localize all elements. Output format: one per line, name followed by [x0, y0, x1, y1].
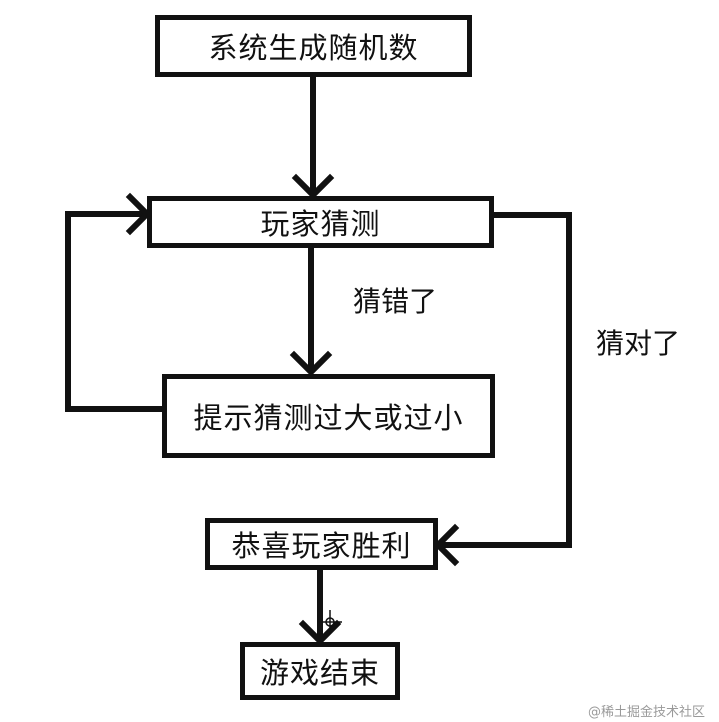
edge-hint-loop-back — [65, 211, 165, 412]
node-game-over-label: 游戏结束 — [259, 656, 380, 690]
edge-guess-to-win-arrowhead — [433, 523, 460, 567]
node-player-wins: 恭喜玩家胜利 — [205, 518, 438, 570]
node-player-guess: 玩家猜测 — [147, 196, 494, 248]
edge-label-wrong: 猜错了 — [353, 285, 438, 318]
edge-generate-to-guess-arrowhead — [291, 173, 335, 200]
node-player-guess-label: 玩家猜测 — [260, 207, 381, 241]
edge-guess-to-win — [438, 212, 572, 548]
edge-label-right: 猜对了 — [596, 327, 681, 360]
node-generate-random-label: 系统生成随机数 — [208, 31, 419, 65]
cursor-crosshair-icon — [318, 610, 342, 634]
node-hint-label: 提示猜测过大或过小 — [193, 401, 464, 435]
watermark-text: @稀土掘金技术社区 — [588, 705, 706, 720]
edge-win-to-end-arrowhead — [298, 619, 342, 646]
node-game-over: 游戏结束 — [240, 642, 400, 700]
edge-guess-to-hint-arrowhead — [289, 350, 333, 377]
node-generate-random: 系统生成随机数 — [155, 15, 472, 77]
node-player-wins-label: 恭喜玩家胜利 — [231, 529, 412, 563]
node-hint-too-high-or-low: 提示猜测过大或过小 — [162, 374, 495, 458]
